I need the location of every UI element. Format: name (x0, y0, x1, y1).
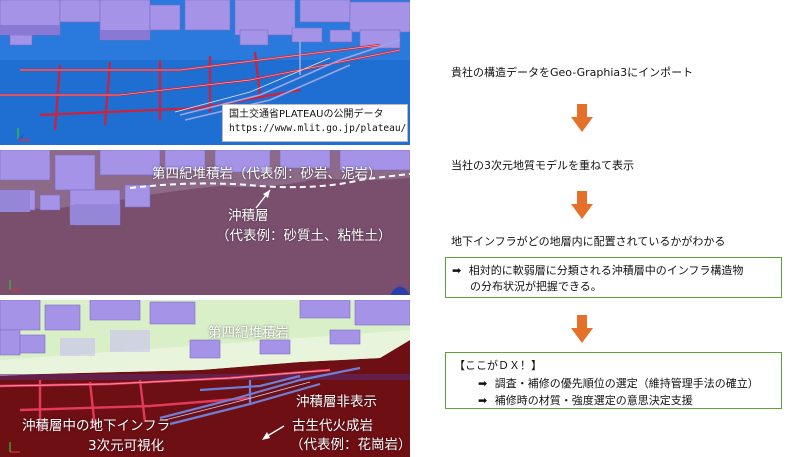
dx-title: 【ここがＤＸ！】 (454, 359, 542, 372)
panel-infra-in-layers: 第四紀堆積岩 沖積層非表示 沖積層中の地下インフラ 3次元可視化 古生代火成岩 … (0, 300, 410, 457)
label-alluvium-examples: （代表例：砂質土、粘性土） (216, 228, 392, 244)
panel-geology-overlay: 第四紀堆積岩（代表例：砂岩、泥岩） 沖積層 （代表例：砂質土、粘性土） (0, 150, 410, 295)
arrow-bullet-icon: ➡ (478, 394, 488, 407)
result-line-1: 相対的に軟弱層に分類される沖積層中のインフラ構造物 (468, 264, 744, 277)
label-alluvium-hidden: 沖積層非表示 (296, 394, 377, 410)
arrow-bullet-icon: ➡ (478, 377, 488, 390)
result-box: ➡ 相対的に軟弱層に分類される沖積層中のインフラ構造物 の分布状況が把握できる。 (445, 257, 782, 298)
step-overlay: 当社の3次元地質モデルを重ねて表示 (451, 159, 634, 172)
city-3d-view (0, 0, 410, 145)
axis-gizmo-icon (9, 442, 20, 453)
dx-item-1: 調査・補修の優先順位の選定（維持管理手法の確立） (494, 377, 759, 390)
label-underground-infra: 沖積層中の地下インフラ (22, 418, 171, 434)
arrow-bullet-icon: ➡ (452, 264, 462, 277)
down-arrow-icon (571, 104, 593, 132)
label-quaternary-sediment: 第四紀堆積岩（代表例：砂岩、泥岩） (152, 166, 382, 182)
geology-3d-view (0, 150, 410, 295)
label-alluvium: 沖積層 (228, 208, 269, 224)
subsurface-3d-view (0, 300, 410, 457)
axis-gizmo-icon (9, 280, 20, 291)
credit-url[interactable]: https://www.mlit.go.jp/plateau/ (229, 123, 407, 134)
panel-infrastructure-import: 国土交通省PLATEAUの公開データ https://www.mlit.go.j… (0, 0, 410, 145)
label-paleozoic-igneous: 古生代火成岩 (292, 418, 373, 434)
down-arrow-icon (571, 191, 593, 219)
credit-source: 国土交通省PLATEAUの公開データ (229, 109, 384, 120)
axis-gizmo-icon (17, 128, 30, 141)
down-arrow-icon (571, 315, 593, 343)
dx-box: 【ここがＤＸ！】 ➡ 調査・補修の優先順位の選定（維持管理手法の確立） ➡ 補修… (445, 352, 782, 409)
step-understand: 地下インフラがどの地層内に配置されているかがわかる (451, 235, 726, 248)
plateau-data-credit: 国土交通省PLATEAUの公開データ https://www.mlit.go.j… (222, 104, 408, 142)
step-import: 貴社の構造データをGeo-Graphia3にインポート (451, 66, 694, 79)
label-3d-visualization: 3次元可視化 (88, 438, 165, 454)
dx-item-2: 補修時の材質・強度選定の意思決定支援 (494, 394, 693, 407)
result-line-2: の分布状況が把握できる。 (470, 280, 602, 293)
label-quaternary-sediment: 第四紀堆積岩 (208, 325, 289, 341)
label-paleozoic-examples: （代表例：花崗岩） (290, 437, 410, 453)
